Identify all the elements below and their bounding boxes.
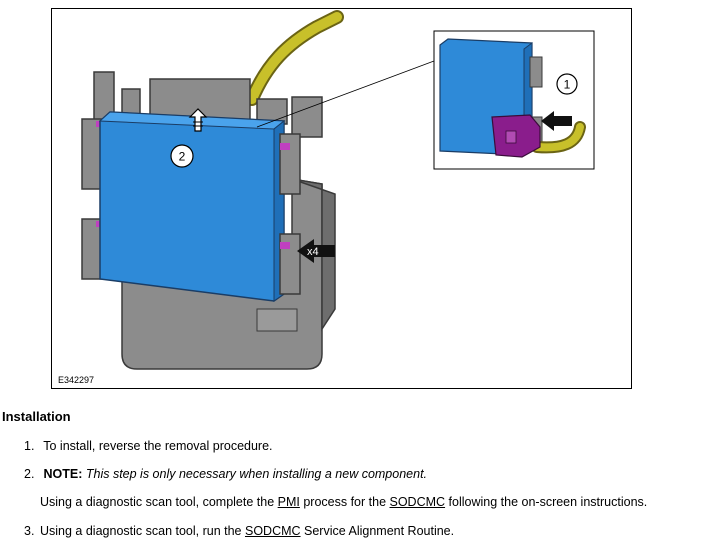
note-label: NOTE: — [43, 467, 83, 481]
section-title: Installation — [2, 409, 71, 424]
callout-1-circle — [556, 73, 578, 95]
step-2: 2. NOTE: This step is only necessary whe… — [24, 466, 427, 482]
module-illustration: 2 x4 1 — [81, 10, 595, 370]
pmi-link[interactable]: PMI — [277, 495, 300, 509]
step-number: 1. — [24, 439, 35, 453]
step-number: 3. — [24, 524, 35, 538]
instruction-text: following the on-screen instructions. — [445, 495, 648, 509]
instruction-text: Using a diagnostic scan tool, complete t… — [40, 495, 278, 509]
callout-2-circle — [170, 144, 194, 168]
illustration-figure: 2 x4 1 E342297 — [51, 8, 632, 389]
step-1: 1. To install, reverse the removal proce… — [24, 438, 273, 454]
step-text: To install, reverse the removal procedur… — [43, 439, 273, 453]
module-shape — [99, 111, 285, 302]
step-number: 2. — [24, 467, 35, 481]
note-text: This step is only necessary when install… — [85, 467, 428, 481]
step-3: 3.Using a diagnostic scan tool, run the … — [24, 523, 454, 539]
quantity-label: x4 — [307, 246, 319, 258]
instruction-text: process for the — [299, 495, 390, 509]
step-text: Using a diagnostic scan tool, run the — [40, 524, 245, 538]
callout-1-label: 1 — [564, 78, 571, 92]
step-text: Service Alignment Routine. — [300, 524, 455, 538]
figure-id-label: E342297 — [58, 375, 95, 385]
callout-2-label: 2 — [179, 150, 186, 164]
step-2-instruction: Using a diagnostic scan tool, complete t… — [40, 494, 647, 510]
sodcmc-link[interactable]: SODCMC — [244, 524, 301, 538]
sodcmc-link[interactable]: SODCMC — [389, 495, 446, 509]
